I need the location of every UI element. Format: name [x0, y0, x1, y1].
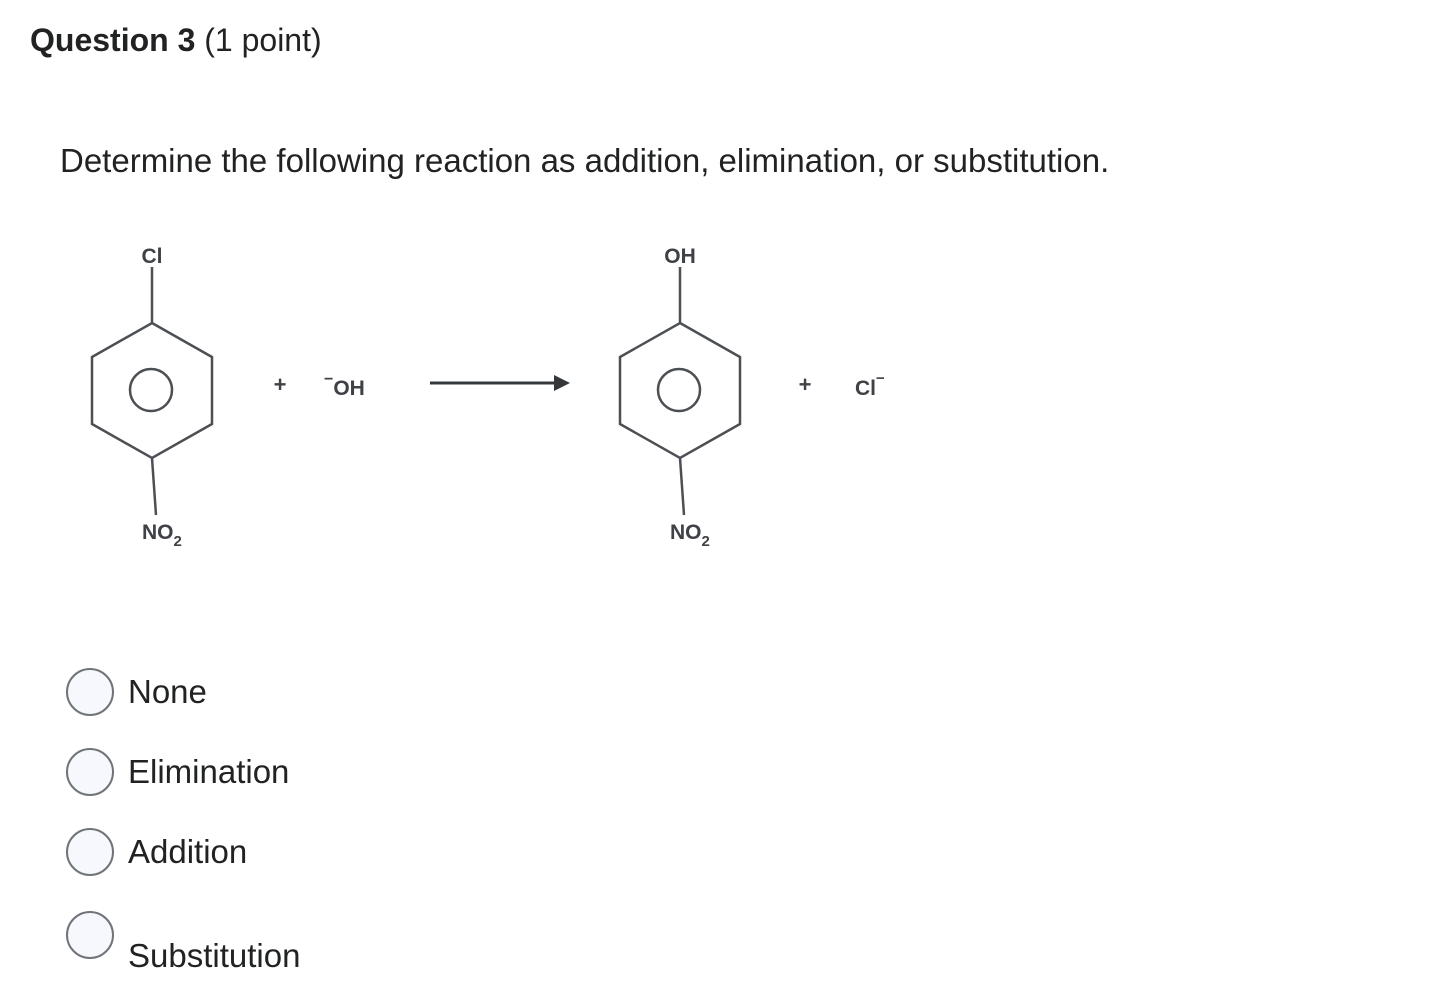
question-points: (1 point) [195, 22, 322, 58]
reactant-molecule: Cl NO2 [90, 245, 214, 550]
cl-substituent-label: Cl [142, 245, 163, 268]
oh-substituent-label: OH [664, 245, 696, 268]
answer-option-substitution: Substitution [66, 911, 300, 976]
answer-option-elimination: Elimination [66, 748, 289, 796]
ring-circle [656, 367, 702, 413]
radio-none[interactable] [66, 668, 114, 716]
option-label-none[interactable]: None [128, 673, 207, 710]
radio-addition[interactable] [66, 828, 114, 876]
plus-sign-left: + [274, 372, 287, 397]
hydroxide-label: −OH [324, 371, 365, 400]
question-number: Question 3 [30, 22, 196, 58]
ring-circle [128, 367, 174, 413]
option-label-substitution[interactable]: Substitution [128, 937, 301, 974]
plus-sign-right: + [799, 372, 812, 397]
bond-bottom [150, 457, 158, 516]
benzene-ring [618, 321, 742, 460]
reaction-arrow [430, 375, 570, 391]
option-label-elimination[interactable]: Elimination [128, 753, 290, 790]
bond-bottom [678, 457, 686, 516]
radio-substitution[interactable] [66, 911, 114, 959]
no2-substituent-label: NO2 [670, 521, 710, 550]
radio-elimination[interactable] [66, 748, 114, 796]
reaction-diagram: Cl NO2 + −OH OH NO2 + Cl− [90, 245, 885, 550]
answer-option-none: None [66, 668, 207, 716]
no2-substituent-label: NO2 [142, 521, 182, 550]
answer-option-addition: Addition [66, 828, 247, 876]
question-prompt: Determine the following reaction as addi… [60, 142, 1110, 179]
benzene-ring [90, 321, 214, 460]
product-molecule: OH NO2 [618, 245, 742, 550]
chloride-label: Cl− [855, 370, 885, 400]
option-label-addition[interactable]: Addition [128, 833, 248, 870]
question-header: Question 3 (1 point) [30, 22, 322, 59]
